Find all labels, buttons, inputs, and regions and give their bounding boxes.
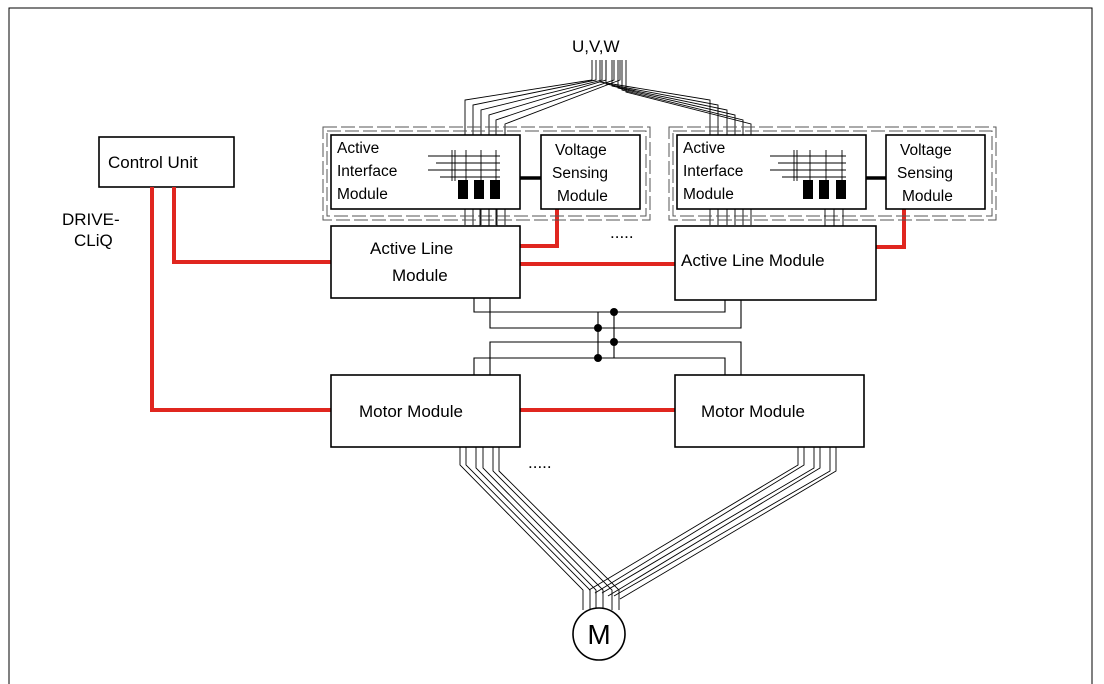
right-vsm-label-1: Voltage [900, 142, 952, 159]
left-vsm-box [540, 134, 641, 210]
motor-ellipsis: ..... [528, 453, 552, 472]
left-group-dashed-inner [326, 130, 647, 217]
right-vsm-label-3: Module [902, 188, 953, 205]
left-aim-filter-symbol [428, 150, 500, 199]
motor-module-right-box [674, 374, 865, 448]
motor-cables [459, 447, 837, 610]
left-group-dashed-outer [322, 126, 651, 221]
motor-module-right-label: Motor Module [701, 402, 805, 421]
motor-symbol [572, 607, 626, 661]
left-vsm-label-3: Module [557, 188, 608, 205]
left-aim-label-1: Active [337, 140, 379, 157]
right-group-dashed-outer [668, 126, 997, 221]
outer-frame [8, 7, 1093, 684]
alm-left-label-1: Active Line [370, 239, 453, 258]
drivecliq-label-1: DRIVE- [62, 210, 120, 229]
right-aim-label-1: Active [683, 140, 725, 157]
control-unit-label: Control Unit [108, 153, 198, 172]
right-aim-box [676, 134, 867, 210]
alm-left-box [330, 225, 521, 299]
dc-link-bus [473, 298, 742, 375]
left-vsm-label-1: Voltage [555, 142, 607, 159]
left-vsm-label-2: Sensing [552, 165, 608, 182]
right-aim-filter-symbol [770, 150, 846, 199]
alm-left-label-2: Module [392, 266, 448, 285]
drivecliq-lines [150, 187, 906, 412]
alm-right-label: Active Line Module [681, 251, 825, 270]
right-vsm-box [885, 134, 986, 210]
aim-to-alm-wires [479, 209, 844, 226]
motor-module-left-box [330, 374, 521, 448]
right-vsm-label-2: Sensing [897, 165, 953, 182]
control-unit-box [98, 136, 235, 188]
motor-label: M [587, 619, 610, 650]
alm-ellipsis: ..... [610, 223, 634, 242]
right-aim-label-3: Module [683, 186, 734, 203]
left-aim-label-3: Module [337, 186, 388, 203]
right-group-dashed-inner [672, 130, 993, 217]
supply-label: U,V,W [572, 37, 620, 56]
right-aim-label-2: Interface [683, 163, 743, 180]
alm-right-box [674, 225, 877, 301]
left-aim-box [330, 134, 521, 210]
left-aim-label-2: Interface [337, 163, 397, 180]
motor-module-left-label: Motor Module [359, 402, 463, 421]
drivecliq-label-2: CLiQ [74, 231, 113, 250]
